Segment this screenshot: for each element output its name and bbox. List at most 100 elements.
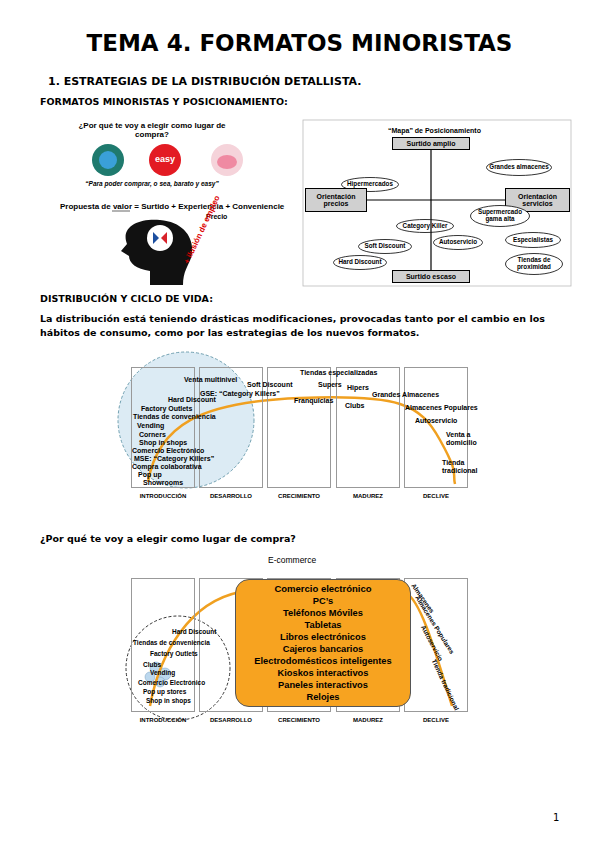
text-label: ¿Por qué te voy a elegir como lugar de c… (62, 122, 242, 140)
logo-circle (149, 144, 181, 176)
axis-box: Surtido escaso (392, 270, 470, 283)
node-heading: Soft Discount (362, 243, 409, 250)
text-label: Tienda tradicional (431, 658, 461, 711)
stage-label: MADUREZ (331, 493, 405, 499)
text-label: Venta multinivel (184, 376, 237, 384)
piggy-symbol (217, 155, 237, 169)
node-heading: Orientación servicios (506, 193, 569, 208)
node-heading: Especialistas (510, 237, 556, 244)
text-label: Venta a domicilio (446, 431, 476, 446)
text-label: Tiendas especializadas (300, 369, 377, 377)
brain-area (147, 225, 173, 251)
stage-label: INTRODUCCIÓN (126, 493, 200, 499)
text-label: Tiendas de conveniencia (133, 639, 210, 646)
node-text: Libros electrónicos (280, 631, 366, 643)
axis-box: Orientación precios (305, 188, 367, 212)
text-label: Pop up stores (143, 688, 186, 695)
stage-label: INTRODUCCIÓN (126, 717, 200, 723)
stage-label: CRECIMIENTO (262, 717, 336, 723)
text-label: 1. ESTRATEGIAS DE LA DISTRIBUCIÓN DETALL… (48, 76, 361, 88)
dashed-circle (126, 616, 230, 720)
text-label: Comercio Electrónico (132, 447, 204, 455)
text-label: Vending (150, 669, 175, 676)
text-label: 1 (553, 812, 559, 823)
node-text: Tabletas (304, 619, 341, 631)
ellipse-shape (434, 236, 483, 250)
node-heading: Orientación precios (306, 193, 366, 208)
stage-label: DESARROLLO (194, 717, 268, 723)
node-heading: Surtido escaso (406, 273, 456, 280)
stage-label: DECLIVE (399, 717, 473, 723)
text-label: FORMATOS MINORISTAS Y POSICIONAMIENTO: (40, 97, 288, 107)
node-text: Relojes (306, 691, 339, 703)
node-heading: Comercio electrónico (274, 583, 371, 595)
logo-circle (211, 144, 243, 176)
format-ellipse: Tiendas de proximidad (505, 253, 563, 275)
text-label: Factory Outlets (150, 650, 198, 657)
text-label: Shop in shops (139, 439, 187, 447)
text-label: Grandes Almacenes (372, 391, 439, 399)
text-label: Propuesta de valor = Surtido + Experienc… (60, 203, 284, 212)
format-ellipse: Hard Discount (333, 255, 387, 270)
ellipse-shape (359, 240, 412, 254)
text-label: Corners (139, 431, 166, 439)
node-heading: Hipermercados (344, 181, 396, 188)
axis-line (430, 150, 431, 270)
head-silhouette (121, 220, 192, 285)
text-label: Clubs (143, 661, 161, 668)
node-heading: Category Killer (400, 223, 451, 230)
node-text: Teléfonos Móviles (283, 607, 363, 619)
dashed-circle (118, 352, 254, 488)
text-label: Soft Discount (247, 381, 293, 389)
format-ellipse: Supermercado gama alta (470, 205, 530, 227)
ellipse-shape (334, 256, 387, 270)
text-label: Autoservicio (415, 417, 457, 425)
text-label: Comercio Electrónico (138, 679, 205, 686)
ellipse-shape (397, 220, 454, 233)
format-ellipse: Autoservicio (433, 235, 483, 250)
node-text: PC’s (313, 595, 333, 607)
node-heading: Autoservicio (436, 239, 480, 246)
node-text: Paneles interactivos (278, 679, 368, 691)
stage-label: MADUREZ (331, 717, 405, 723)
text-label: “Mapa” de Posicionamiento (388, 127, 481, 135)
text-label: Supers (318, 381, 342, 389)
format-ellipse: Category Killer (396, 219, 454, 233)
text-label: Clubs (345, 402, 364, 410)
node-text: Electrodomésticos inteligentes (254, 655, 391, 667)
node-heading: Supermercado gama alta (470, 209, 530, 222)
carrefour-mark (153, 232, 159, 244)
text-label: La distribución está teniendo drásticas … (40, 312, 580, 340)
node-heading: Tiendas de proximidad (505, 257, 563, 270)
text-label: Compra colaborativa (132, 463, 202, 471)
ellipse-shape (471, 206, 530, 227)
text-label: Factory Outlets (141, 405, 192, 413)
ellipse-shape (506, 233, 561, 248)
stage-label: CRECIMIENTO (262, 493, 336, 499)
text-label: Hard Discount (172, 628, 216, 635)
text-label: Shop in shops (146, 697, 191, 704)
logo-circle (92, 144, 124, 176)
carrefour-mark (161, 232, 167, 244)
node-heading: Surtido amplio (407, 140, 456, 147)
text-label: Almacenes Populares (405, 404, 478, 412)
text-label: E-commerce (268, 556, 316, 565)
logo-inner (99, 151, 117, 169)
stage-label: DECLIVE (399, 493, 473, 499)
format-ellipse: Soft Discount (358, 239, 412, 254)
text-label: Vending (137, 422, 164, 430)
text-label: Hard Discount (168, 396, 216, 404)
stage-label: DESARROLLO (194, 493, 268, 499)
text-label: DISTRIBUCIÓN Y CICLO DE VIDA: (40, 294, 213, 304)
text-label: Tienda tradicional (442, 459, 472, 474)
text-label: Franquicias (294, 397, 333, 405)
node-text: Cajeros bancarios (283, 643, 364, 655)
axis-line (367, 199, 505, 200)
image-frame (303, 120, 571, 286)
ellipse-shape (487, 160, 552, 176)
ecommerce-box: Comercio electrónicoPC’sTeléfonos Móvile… (235, 579, 411, 707)
text-label: easy (150, 155, 180, 165)
text-label: Hipers (347, 384, 369, 392)
